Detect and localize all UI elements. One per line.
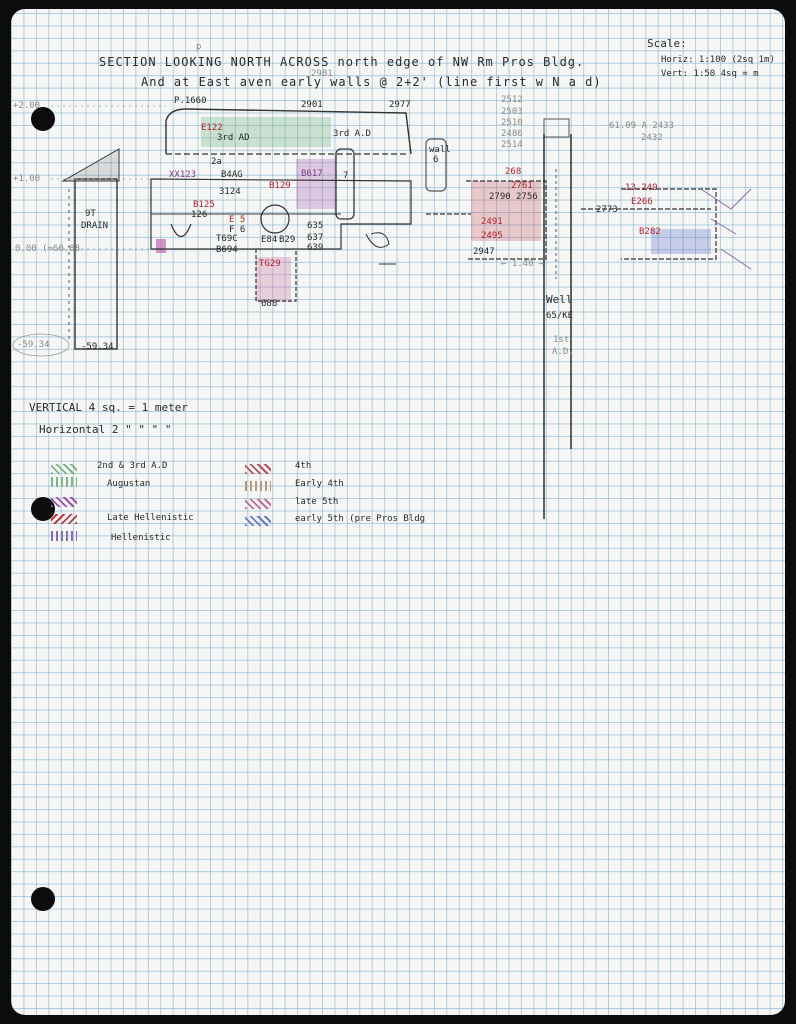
top-label-p: p	[196, 42, 202, 52]
label-2a: 2a	[211, 157, 222, 167]
legend-label-6: 4th	[295, 461, 312, 471]
scale-label: Scale:	[647, 37, 687, 50]
label-7: 7	[343, 171, 349, 181]
building-outline	[165, 108, 412, 155]
label-13249: 13.249	[625, 183, 658, 193]
label-xx123: XX123	[169, 170, 197, 180]
level-minus-circled: -59.34	[17, 340, 50, 350]
legend-swatch-6	[245, 464, 271, 474]
label-2510: 2510	[501, 118, 523, 128]
label-b29: B29	[279, 235, 296, 245]
scale-horizontal: Horiz: 1:100 (2sq 1m)	[661, 55, 775, 65]
legend-label-1: 2nd & 3rd A.D	[97, 461, 168, 471]
label-2790: 2790	[489, 192, 511, 202]
section-drawing	[12, 105, 752, 519]
label-2761: 2761	[511, 181, 533, 191]
label-268: 268	[505, 167, 522, 177]
label-2512: 2512	[501, 95, 523, 105]
well-label-c: 1st	[553, 335, 570, 345]
label-tg29: TG29	[259, 259, 281, 269]
graph-paper-sheet: SECTION LOOKING NORTH ACROSS north edge …	[11, 9, 785, 1015]
label-2503: 2503	[501, 107, 523, 117]
legend-swatch-3	[51, 497, 77, 507]
label-3124: 3124	[219, 187, 241, 197]
top-label-2901: 2901	[301, 100, 323, 110]
label-2495: 2495	[481, 231, 503, 241]
label-639: 639	[307, 243, 324, 253]
top-label-2977: 2977	[389, 100, 411, 110]
legend-swatch-2	[51, 477, 77, 487]
scale-note-horizontal: Horizontal 2 " " " "	[39, 423, 172, 436]
label-2432: 2432	[641, 133, 663, 143]
binder-hole-top	[31, 107, 55, 131]
label-637: 637	[307, 233, 324, 243]
label-126: 126	[191, 210, 208, 220]
scale-vertical: Vert: 1:50 4sq = m	[661, 69, 759, 79]
label-e122: E122	[201, 123, 223, 133]
red-hatch-area	[471, 181, 541, 241]
legend-label-7: Early 4th	[295, 479, 344, 489]
scale-note-vertical: VERTICAL 4 sq. = 1 meter	[29, 401, 188, 414]
label-2756: 2756	[516, 192, 538, 202]
section-title-line-1: SECTION LOOKING NORTH ACROSS north edge …	[99, 55, 585, 69]
legend-label-8: late 5th	[295, 497, 339, 507]
label-b129: B129	[269, 181, 291, 191]
level-plus-2: +2.00	[13, 101, 41, 111]
label-b282: B282	[639, 227, 661, 237]
top-label-2981: 2981	[311, 69, 333, 79]
legend-swatch-9	[245, 516, 271, 526]
legend-swatch-8	[245, 499, 271, 509]
well-label-b: 65/KE	[546, 311, 574, 321]
label-1-40: ← 1.40 →	[501, 259, 545, 269]
drain-wall	[74, 178, 118, 350]
top-label-p1660: P.1660	[174, 96, 207, 106]
label-3rd-ad-b: 3rd A.D	[333, 129, 371, 139]
label-b125: B125	[193, 200, 215, 210]
label-wall-6-b: 6	[433, 155, 439, 165]
blue-hatch-area	[651, 229, 711, 254]
legend-swatch-5	[51, 531, 77, 541]
label-635: 635	[307, 221, 324, 231]
label-6109: 61.09 A 2433	[609, 121, 675, 131]
well-shaft	[543, 118, 570, 138]
legend-label-4: Late Hellenistic	[107, 513, 194, 523]
legend-swatch-7	[245, 481, 271, 491]
well-label-d: A.D.	[552, 347, 574, 357]
drain-label-a: 9T	[85, 209, 96, 219]
label-2491: 2491	[481, 217, 503, 227]
label-b694: B694	[216, 245, 238, 255]
label-e84: E84	[261, 235, 278, 245]
label-b617: B617	[301, 169, 323, 179]
legend-swatch-4	[51, 514, 77, 524]
level-plus-1: +1.00	[13, 174, 41, 184]
level-zero: 0.00 (=60.88	[15, 244, 81, 254]
label-f6: F 6	[229, 225, 246, 235]
label-2947: 2947	[473, 247, 495, 257]
label-e266: E266	[631, 197, 653, 207]
well-label-a: Well	[546, 293, 573, 306]
label-3rd-ad-a: 3rd AD	[217, 133, 250, 143]
label-2514: 2514	[501, 140, 523, 150]
legend-label-9: early 5th (pre Pros Bldg	[295, 514, 426, 524]
legend-label-5: Hellenistic	[111, 533, 171, 543]
legend-label-2: Augustan	[107, 479, 151, 489]
label-b4ag: B4AG	[221, 170, 243, 180]
label-e5: E 5	[229, 215, 246, 225]
pink-hatch-area	[256, 257, 291, 302]
label-688: 688	[261, 299, 278, 309]
binder-hole-bottom	[31, 887, 55, 911]
legend-swatch-1	[51, 464, 77, 474]
section-title-line-2: And at East aven early walls @ 2+2' (lin…	[141, 75, 602, 89]
label-t69c: T69C	[216, 234, 238, 244]
label-2773: 2773	[596, 205, 618, 215]
drain-label-b: DRAIN	[81, 221, 109, 231]
magenta-mark	[156, 239, 166, 253]
level-minus-drain: -59.34	[81, 342, 114, 352]
green-hatch-area	[201, 117, 331, 147]
purple-hatch-area	[296, 159, 336, 209]
label-wall-6-a: wall	[429, 145, 451, 155]
label-2486: 2486	[501, 129, 523, 139]
